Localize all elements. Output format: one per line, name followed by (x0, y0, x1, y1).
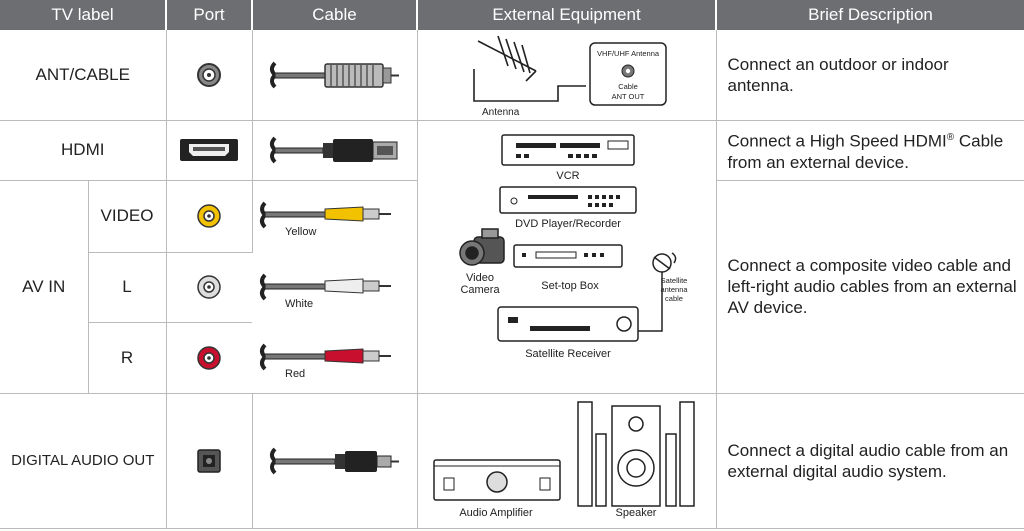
row-ant-cable: ANT/CABLE (0, 30, 1024, 121)
speaker-label: Speaker (615, 507, 656, 519)
equipment-audio: Audio Amplifier Speaker (417, 393, 717, 529)
cable-optical (252, 393, 418, 529)
audio-left-port-icon (197, 275, 221, 300)
optical-cable-icon (269, 447, 399, 474)
white-label: White (285, 298, 313, 310)
dvd-label: DVD Player/Recorder (515, 218, 621, 230)
sat-cable-label-1: Satellite (660, 276, 687, 285)
coax-port-icon (197, 62, 221, 87)
cable-rca-group: Yellow White (252, 180, 418, 394)
video-rca-port-icon (197, 204, 221, 228)
video-camera-icon (458, 227, 505, 266)
wall-plate-title: VHF/UHF Antenna (596, 49, 659, 58)
port-coax (166, 30, 253, 121)
desc-hdmi-reg: ® (946, 132, 955, 144)
audio-right-port-icon (197, 346, 221, 370)
header-port: Port (166, 0, 253, 30)
desc-digital-audio-out: Connect a digital audio cable from an ex… (716, 393, 1024, 529)
red-label: Red (285, 368, 305, 380)
wall-plate-cable: Cable (618, 82, 638, 91)
row-av-video: AV IN VIDEO Yell (0, 180, 1024, 394)
settop-label: Set-top Box (541, 280, 599, 292)
hdmi-cable-icon (269, 136, 397, 164)
desc-hdmi-pre: Connect a High Speed HDMI (727, 131, 947, 151)
desc-hdmi-post: Cable from an external device. (727, 131, 1004, 172)
satellite-dish-icon (637, 251, 676, 332)
yellow-label: Yellow (285, 226, 316, 238)
desc-av-in: Connect a composite video cable and left… (716, 180, 1024, 394)
red-rca-cable-icon (259, 343, 391, 370)
label-l: L (88, 252, 167, 324)
port-hdmi (166, 120, 253, 181)
port-l (166, 252, 252, 324)
speaker-icon (576, 401, 695, 507)
label-av-in: AV IN (0, 180, 89, 394)
desc-hdmi: Connect a High Speed HDMI® Cable from an… (716, 120, 1024, 181)
dvd-player-icon (498, 185, 637, 214)
equipment-av-devices: VCR DVD Player/Recorder (417, 120, 717, 394)
label-hdmi: HDMI (0, 120, 167, 181)
optical-port-icon (197, 448, 221, 473)
camera-label-1: Video (466, 272, 494, 284)
header-cable: Cable (252, 0, 418, 30)
row-hdmi: HDMI (0, 120, 1024, 394)
label-digital-audio-out: DIGITAL AUDIO OUT (0, 393, 167, 529)
set-top-box-icon (512, 243, 623, 268)
camera-label-2: Camera (460, 284, 500, 296)
equipment-antenna: Antenna VHF/UHF Antenna Cable ANT OUT (417, 30, 717, 121)
row-av-l: L (0, 252, 1024, 324)
white-rca-cable-icon (259, 273, 391, 300)
header-tv-label: TV label (0, 0, 167, 30)
cable-hdmi (252, 120, 418, 181)
row-av-r: R (0, 322, 1024, 394)
satellite-receiver-icon (496, 305, 639, 342)
port-r (166, 322, 252, 394)
audio-equipment-illustration: Audio Amplifier Speaker (432, 401, 695, 519)
audio-amplifier-icon (432, 459, 561, 501)
header-external-equipment: External Equipment (417, 0, 717, 30)
label-video: VIDEO (88, 180, 167, 253)
amplifier-label: Audio Amplifier (459, 507, 533, 519)
sat-cable-label-2: antenna (660, 285, 688, 294)
header-row: TV label Port Cable External Equipment B… (0, 0, 1024, 30)
label-ant-cable: ANT/CABLE (0, 30, 167, 121)
av-devices-illustration: VCR DVD Player/Recorder (458, 133, 688, 360)
antenna-label: Antenna (482, 107, 520, 118)
vcr-label: VCR (556, 170, 579, 182)
hdmi-port-icon (180, 139, 238, 161)
port-video (166, 180, 253, 253)
row-digital-audio-out: DIGITAL AUDIO OUT (0, 393, 1024, 529)
coax-cable-icon (269, 61, 399, 89)
cable-coax (252, 30, 418, 121)
rca-cables-icon: Yellow White (259, 201, 391, 380)
antenna-and-wall-plate-icon: Antenna VHF/UHF Antenna Cable ANT OUT (472, 35, 667, 118)
vcr-icon (500, 133, 635, 166)
wall-plate-ant-out: ANT OUT (611, 92, 644, 101)
yellow-rca-cable-icon (259, 201, 391, 228)
satellite-receiver-label: Satellite Receiver (525, 348, 611, 360)
sat-cable-label-3: cable (665, 294, 683, 303)
port-optical (166, 393, 253, 529)
desc-ant-cable: Connect an outdoor or indoor antenna. (716, 30, 1024, 121)
label-r: R (88, 322, 167, 394)
header-brief-description: Brief Description (716, 0, 1024, 30)
